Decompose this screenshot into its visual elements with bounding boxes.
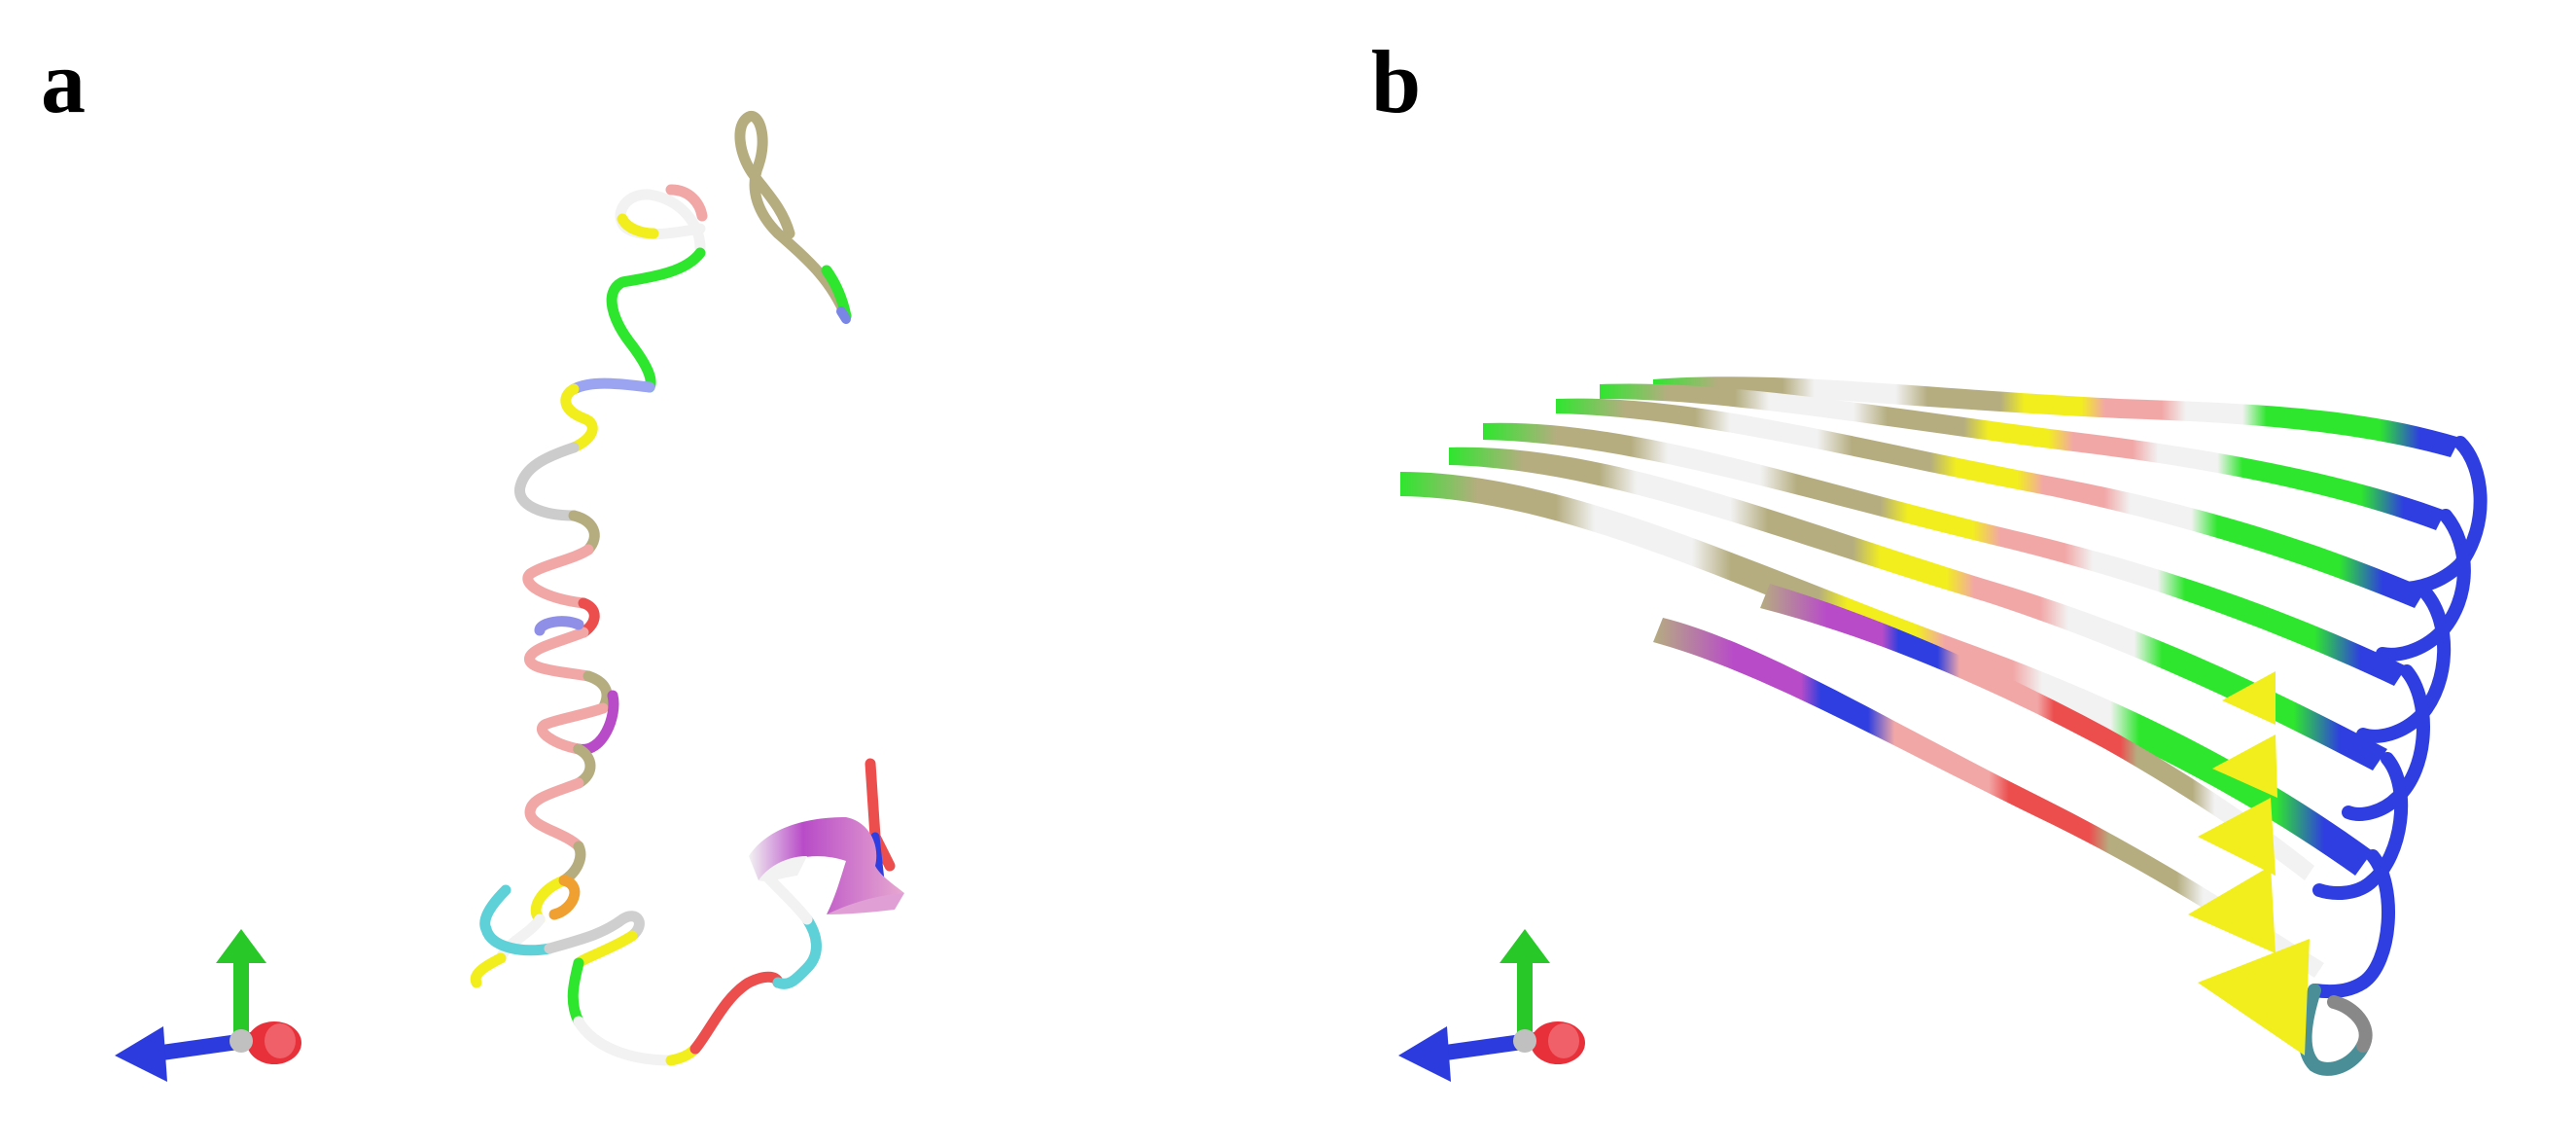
- strand-arrowheads: [2188, 671, 2310, 1056]
- protein-ribbon-b: [1398, 376, 2488, 1082]
- panel-a: a: [41, 32, 904, 1082]
- helix-ribbon: [749, 817, 904, 914]
- turn-loops: [2298, 436, 2488, 1076]
- coil-tube: [470, 110, 896, 1066]
- panel-label-b: b: [1371, 32, 1422, 131]
- panel-b: b: [1342, 0, 2576, 1146]
- beta-strands: [1400, 376, 2460, 978]
- axes-triad-a: [115, 929, 301, 1082]
- panel-label-a: a: [41, 32, 86, 131]
- protein-ribbon-a: [115, 110, 904, 1082]
- axes-triad-b: [1398, 929, 1585, 1082]
